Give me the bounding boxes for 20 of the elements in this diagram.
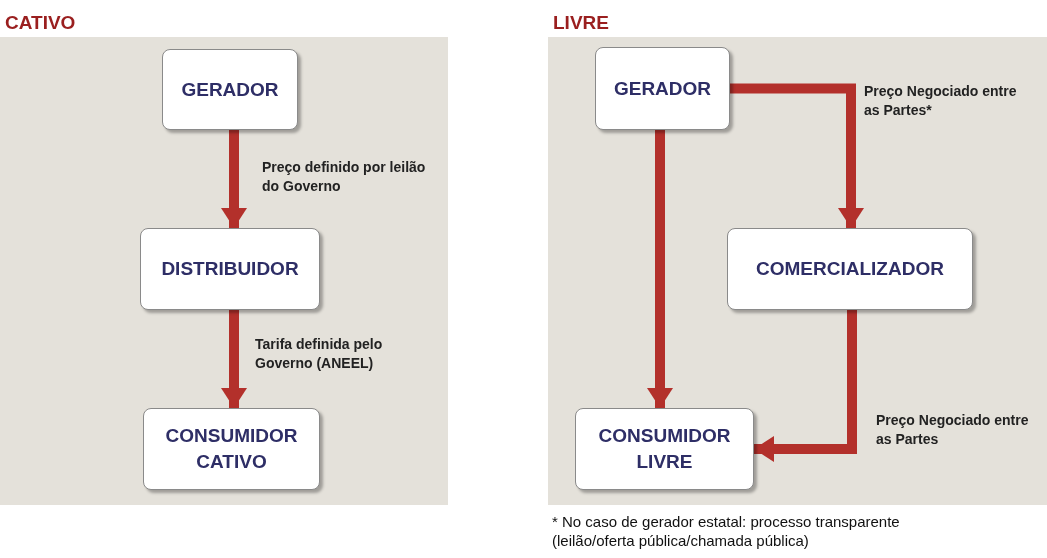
box-label: GERADOR	[612, 76, 713, 101]
arrow	[647, 130, 673, 408]
arrow	[221, 130, 247, 228]
process-box	[727, 228, 973, 310]
box-label: CONSUMIDOR CATIVO	[164, 424, 299, 474]
process-box	[143, 408, 320, 490]
arrow	[221, 310, 247, 408]
arrow	[730, 83, 864, 228]
process-box	[140, 228, 320, 310]
process-box	[575, 408, 754, 490]
box-label: GERADOR	[180, 77, 280, 102]
box-label: CONSUMIDOR LIVRE	[597, 424, 732, 474]
panel-title: LIVRE	[553, 11, 609, 35]
process-box	[162, 49, 298, 130]
panel-title: CATIVO	[5, 11, 76, 35]
box-label: DISTRIBUIDOR	[160, 257, 300, 281]
box-label: COMERCIALIZADOR	[755, 257, 945, 281]
process-box	[595, 47, 730, 130]
arrow	[754, 310, 857, 462]
footnote: * No caso de gerador estatal: processo transparente (leilão/oferta pública/chamada pública)	[552, 512, 901, 550]
